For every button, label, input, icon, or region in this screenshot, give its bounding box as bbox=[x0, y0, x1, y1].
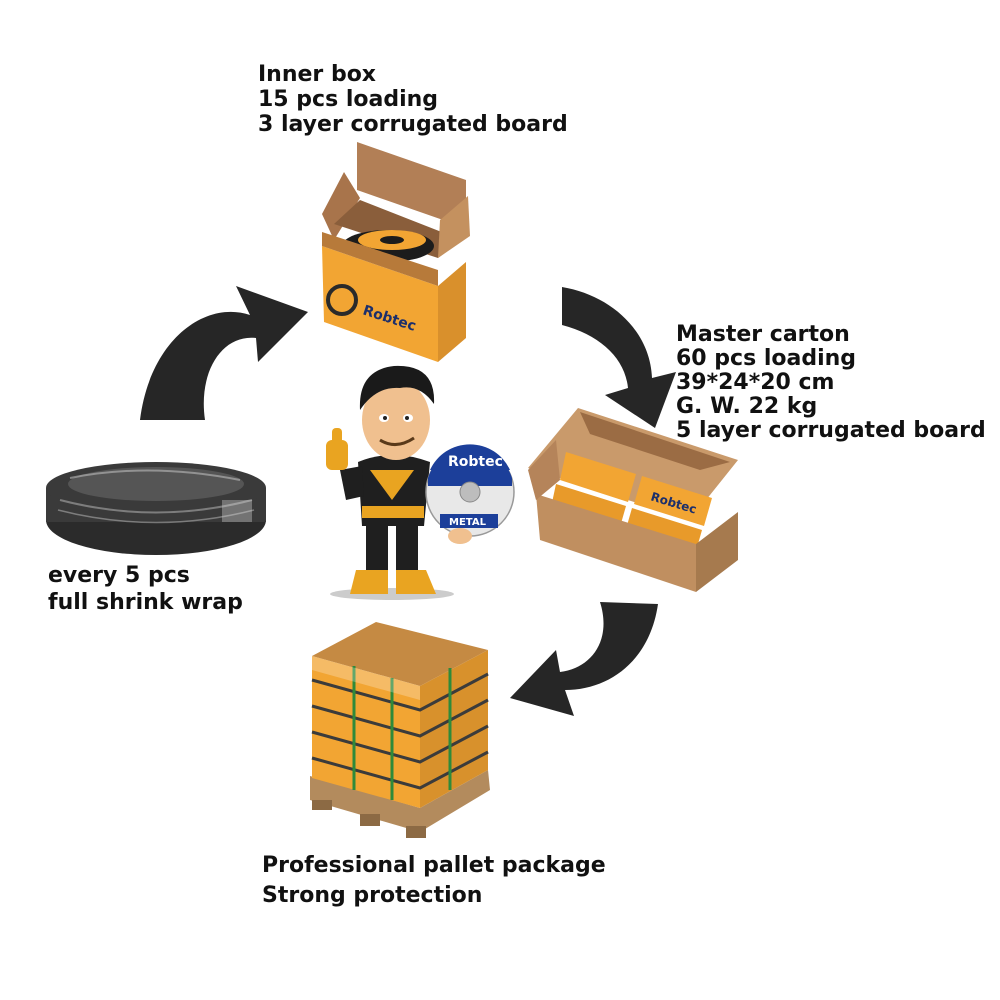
inner-box-line: 3 layer corrugated board bbox=[258, 112, 568, 137]
pallet-label: Professional pallet package Strong prote… bbox=[262, 851, 606, 911]
shrink-wrap-line: every 5 pcs bbox=[48, 563, 190, 588]
shrink-wrap-label: every 5 pcs full shrink wrap bbox=[48, 562, 243, 616]
master-carton-line: Master carton bbox=[676, 322, 850, 347]
shrink-wrap-stack-image bbox=[46, 462, 266, 555]
curved-arrow-icon bbox=[510, 602, 658, 716]
pallet-image bbox=[310, 622, 490, 838]
master-carton-line: 39*24*20 cm bbox=[676, 370, 835, 395]
master-carton-label: Master carton 60 pcs loading 39*24*20 cm… bbox=[676, 323, 986, 443]
disc-brand-text: Robtec bbox=[448, 454, 503, 470]
disc-label-text: METAL bbox=[449, 517, 487, 528]
master-carton-line: 60 pcs loading bbox=[676, 346, 857, 371]
inner-box-line: 15 pcs loading bbox=[258, 87, 439, 112]
curved-arrow-icon bbox=[562, 287, 676, 428]
inner-box-label: Inner box 15 pcs loading 3 layer corruga… bbox=[258, 62, 568, 137]
shrink-wrap-line: full shrink wrap bbox=[48, 590, 243, 615]
inner-box-line: Inner box bbox=[258, 62, 376, 87]
pallet-line: Professional pallet package bbox=[262, 853, 606, 878]
master-carton-image: Robtec bbox=[528, 408, 738, 592]
mascot-image: Robtec METAL bbox=[326, 365, 515, 600]
master-carton-line: 5 layer corrugated board bbox=[676, 418, 986, 443]
curved-arrow-icon bbox=[140, 286, 308, 420]
inner-box-image: Robtec bbox=[322, 142, 470, 362]
master-carton-line: G. W. 22 kg bbox=[676, 394, 818, 419]
pallet-line: Strong protection bbox=[262, 883, 483, 908]
